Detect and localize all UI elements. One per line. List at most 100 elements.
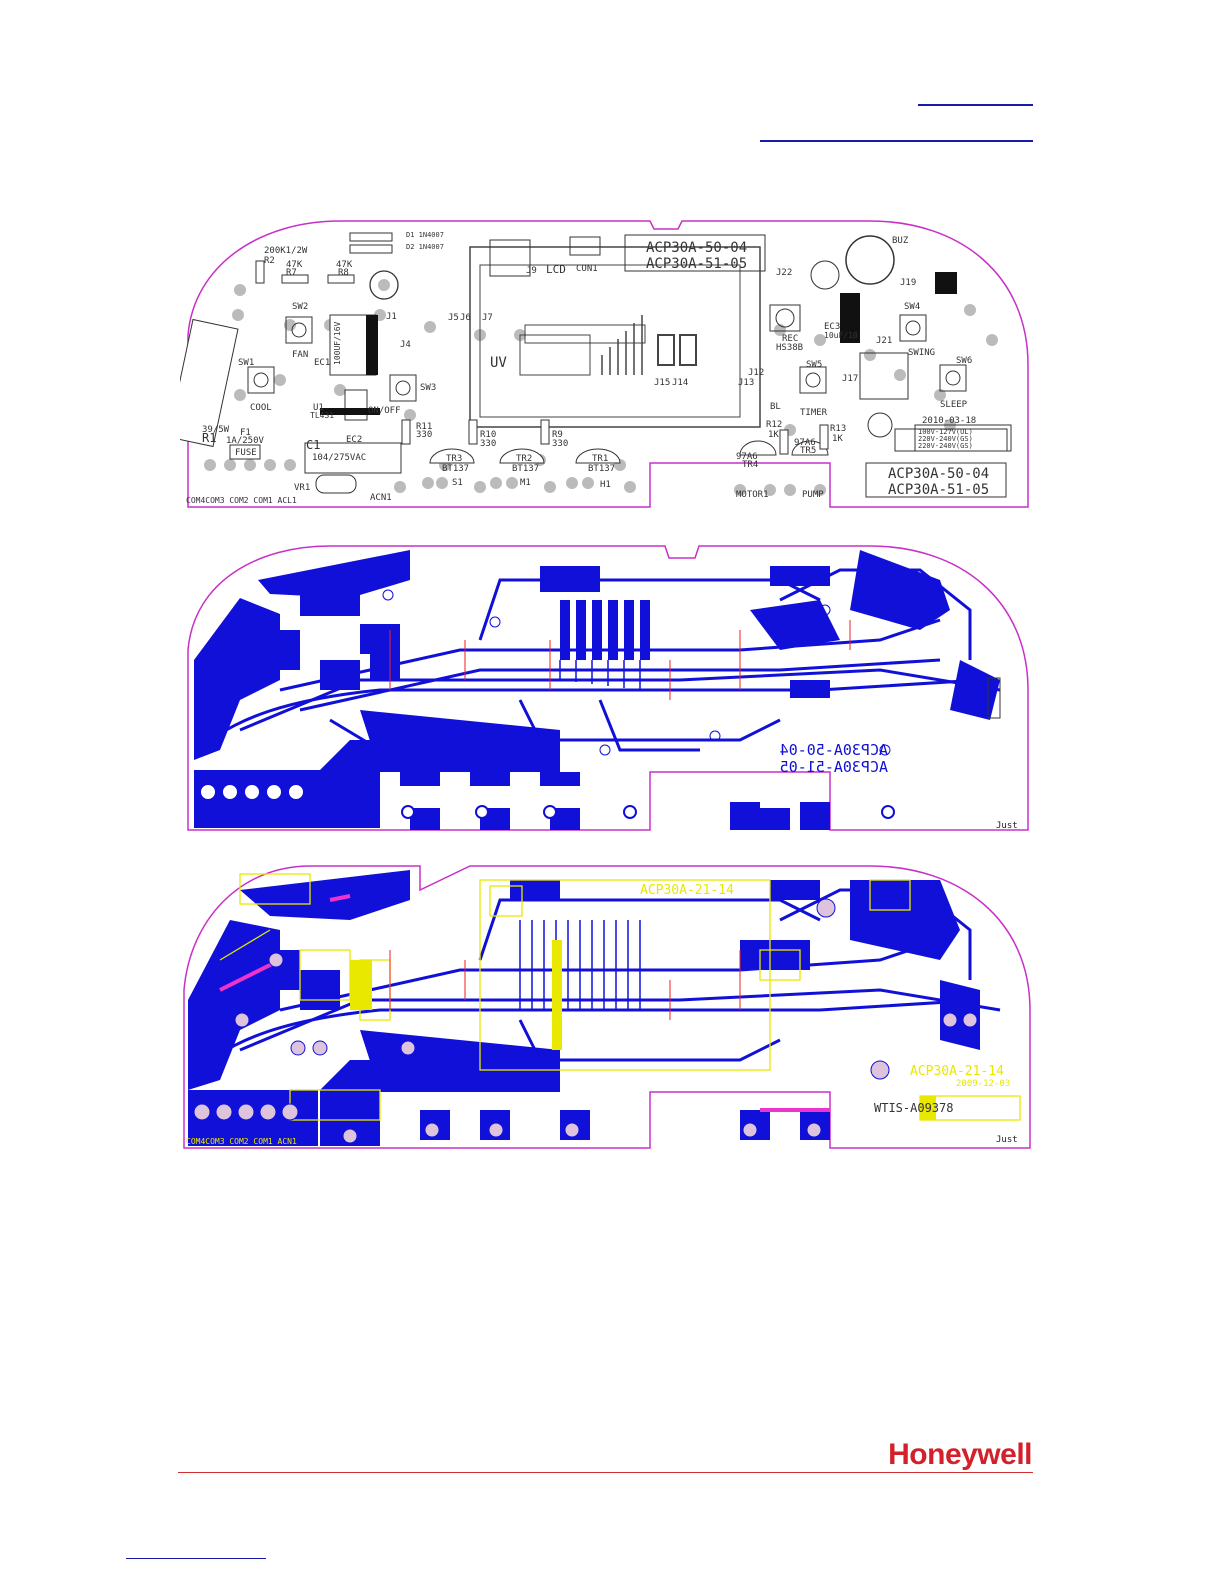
label-j14: J14 (672, 378, 688, 388)
mirrored-code-2: ACP30A-51-05 (780, 758, 888, 776)
label-m1: M1 (520, 478, 531, 488)
label-f1: F1 (240, 428, 251, 438)
label-pump: PUMP (802, 490, 824, 500)
label-r10-value: 330 (480, 439, 496, 449)
label-sw2: SW2 (292, 302, 308, 312)
label-r8-value: 47K (336, 260, 353, 270)
model-code-bottom-2: ACP30A-51-05 (888, 482, 989, 498)
label-onoff: ON/OFF (368, 406, 401, 416)
label-tr4-value: 97A6 (736, 452, 758, 462)
label-r8: R8 (338, 268, 349, 278)
label-j1: J1 (386, 312, 397, 322)
label-r2-value: 200K1/2W (264, 246, 308, 256)
label-ec3: EC3 (824, 322, 840, 332)
label-tr5-value: 97A6 (794, 438, 816, 448)
label-r11-value: 330 (416, 430, 432, 440)
label-tr5: TR5 (800, 446, 816, 456)
model-code-top-2: ACP30A-51-05 (646, 256, 747, 272)
label-j15: J15 (654, 378, 670, 388)
label-r2: R2 (264, 256, 275, 266)
label-ec3-value: 10uF/10 (824, 331, 858, 340)
combined-code: WTIS-A09378 (874, 1101, 953, 1115)
label-j5j6: J5 (448, 313, 459, 323)
silkscreen-board-drawing: 200K1/2W R2 47K R7 47K R8 D1 1N4007 D2 1… (180, 220, 1029, 508)
label-r1-value: 39/5W (202, 425, 230, 435)
label-tr1-value: BT137 (588, 464, 615, 474)
label-j4: J4 (400, 340, 411, 350)
model-code-top-1: ACP30A-50-04 (646, 240, 747, 256)
label-cool: COOL (250, 403, 272, 413)
label-f1-value: 1A/250V (226, 436, 265, 446)
footer-rule (178, 1472, 1033, 1473)
copper-tag: Just (996, 821, 1018, 831)
label-rec: REC (782, 334, 798, 344)
label-j19: J19 (900, 278, 916, 288)
label-sw5: SW5 (806, 360, 822, 370)
silkscreen-board: 200K1/2W R2 47K R7 47K R8 D1 1N4007 D2 1… (180, 215, 1036, 511)
label-con1: CON1 (576, 264, 598, 274)
label-sw6: SW6 (956, 356, 972, 366)
label-swing: SWING (908, 348, 935, 358)
combined-board: ACP30A-21-14 ACP30A-21-14 2009-12-03 COM… (180, 860, 1036, 1152)
voltage-table-row-3: 220V-240V(GS) (918, 442, 973, 450)
label-date: 2010-03-18 (922, 416, 976, 426)
header-rule-long (760, 140, 1033, 142)
label-r9: R9 (552, 430, 563, 440)
combined-model-bottom: ACP30A-21-14 (910, 1064, 1004, 1079)
combined-model-top: ACP30A-21-14 (640, 883, 734, 898)
label-tr2: TR2 (516, 454, 532, 464)
label-j17: J17 (842, 374, 858, 384)
label-u1-value: TL431 (310, 411, 334, 420)
copper-board: ACP30A-50-04 ACP30A-51-05 Just (180, 540, 1036, 834)
model-code-bottom-1: ACP30A-50-04 (888, 466, 989, 482)
mirrored-code-1: ACP30A-50-04 (780, 741, 888, 759)
label-r11: R11 (416, 422, 432, 432)
label-ec1-value: 100UF/16V (333, 321, 342, 365)
label-uv: UV (490, 355, 507, 371)
label-motor: MOTOR1 (736, 490, 769, 500)
label-j12: J12 (748, 368, 764, 378)
label-r10: R10 (480, 430, 496, 440)
label-tr4: TR4 (742, 460, 758, 470)
label-r12: R12 (766, 420, 782, 430)
footer-link-rule (126, 1558, 266, 1559)
combined-board-drawing: ACP30A-21-14 ACP30A-21-14 2009-12-03 COM… (183, 865, 1031, 1149)
label-r12-value: 1K (768, 430, 779, 440)
label-tr2-value: BT137 (512, 464, 539, 474)
label-r7-value: 47K (286, 260, 303, 270)
label-connectors: COM4COM3 COM2 COM1 ACL1 (186, 496, 297, 505)
label-sleep: SLEEP (940, 400, 968, 410)
label-vr1: VR1 (294, 483, 310, 493)
label-c1: C1 (306, 438, 320, 452)
label-r13-value: 1K (832, 434, 843, 444)
label-h1: H1 (600, 480, 611, 490)
header-rule-short (918, 104, 1033, 106)
label-r13: R13 (830, 424, 846, 434)
label-buz: BUZ (892, 236, 909, 246)
label-d1: D1 1N4007 (406, 231, 444, 239)
honeywell-logo: Honeywell (888, 1438, 1032, 1471)
label-j7: J7 (482, 313, 493, 323)
label-tr3: TR3 (446, 454, 462, 464)
label-r7: R7 (286, 268, 297, 278)
label-j13: J13 (738, 378, 754, 388)
label-u1: U1 (313, 403, 324, 413)
label-sw3: SW3 (420, 383, 436, 393)
label-tr3-value: BT137 (442, 464, 469, 474)
label-bl: BL (770, 402, 781, 412)
label-lcd: LCD (546, 263, 566, 276)
label-tr1: TR1 (592, 454, 608, 464)
label-fuse: FUSE (235, 448, 257, 458)
label-j21: J21 (876, 336, 892, 346)
label-s1: S1 (452, 478, 463, 488)
voltage-table-row-2: 220V-240V(GS) (918, 435, 973, 443)
label-j6: J6 (460, 313, 471, 323)
combined-tag: Just (996, 1135, 1018, 1145)
label-sw4: SW4 (904, 302, 920, 312)
label-timer: TIMER (800, 408, 828, 418)
copper-board-drawing: ACP30A-50-04 ACP30A-51-05 Just (187, 545, 1029, 831)
label-fan: FAN (292, 350, 308, 360)
voltage-table-row-1: 100V-127V(UL) (918, 428, 973, 436)
combined-connectors: COM4COM3 COM2 COM1 ACN1 (186, 1137, 297, 1146)
combined-date: 2009-12-03 (956, 1079, 1010, 1089)
